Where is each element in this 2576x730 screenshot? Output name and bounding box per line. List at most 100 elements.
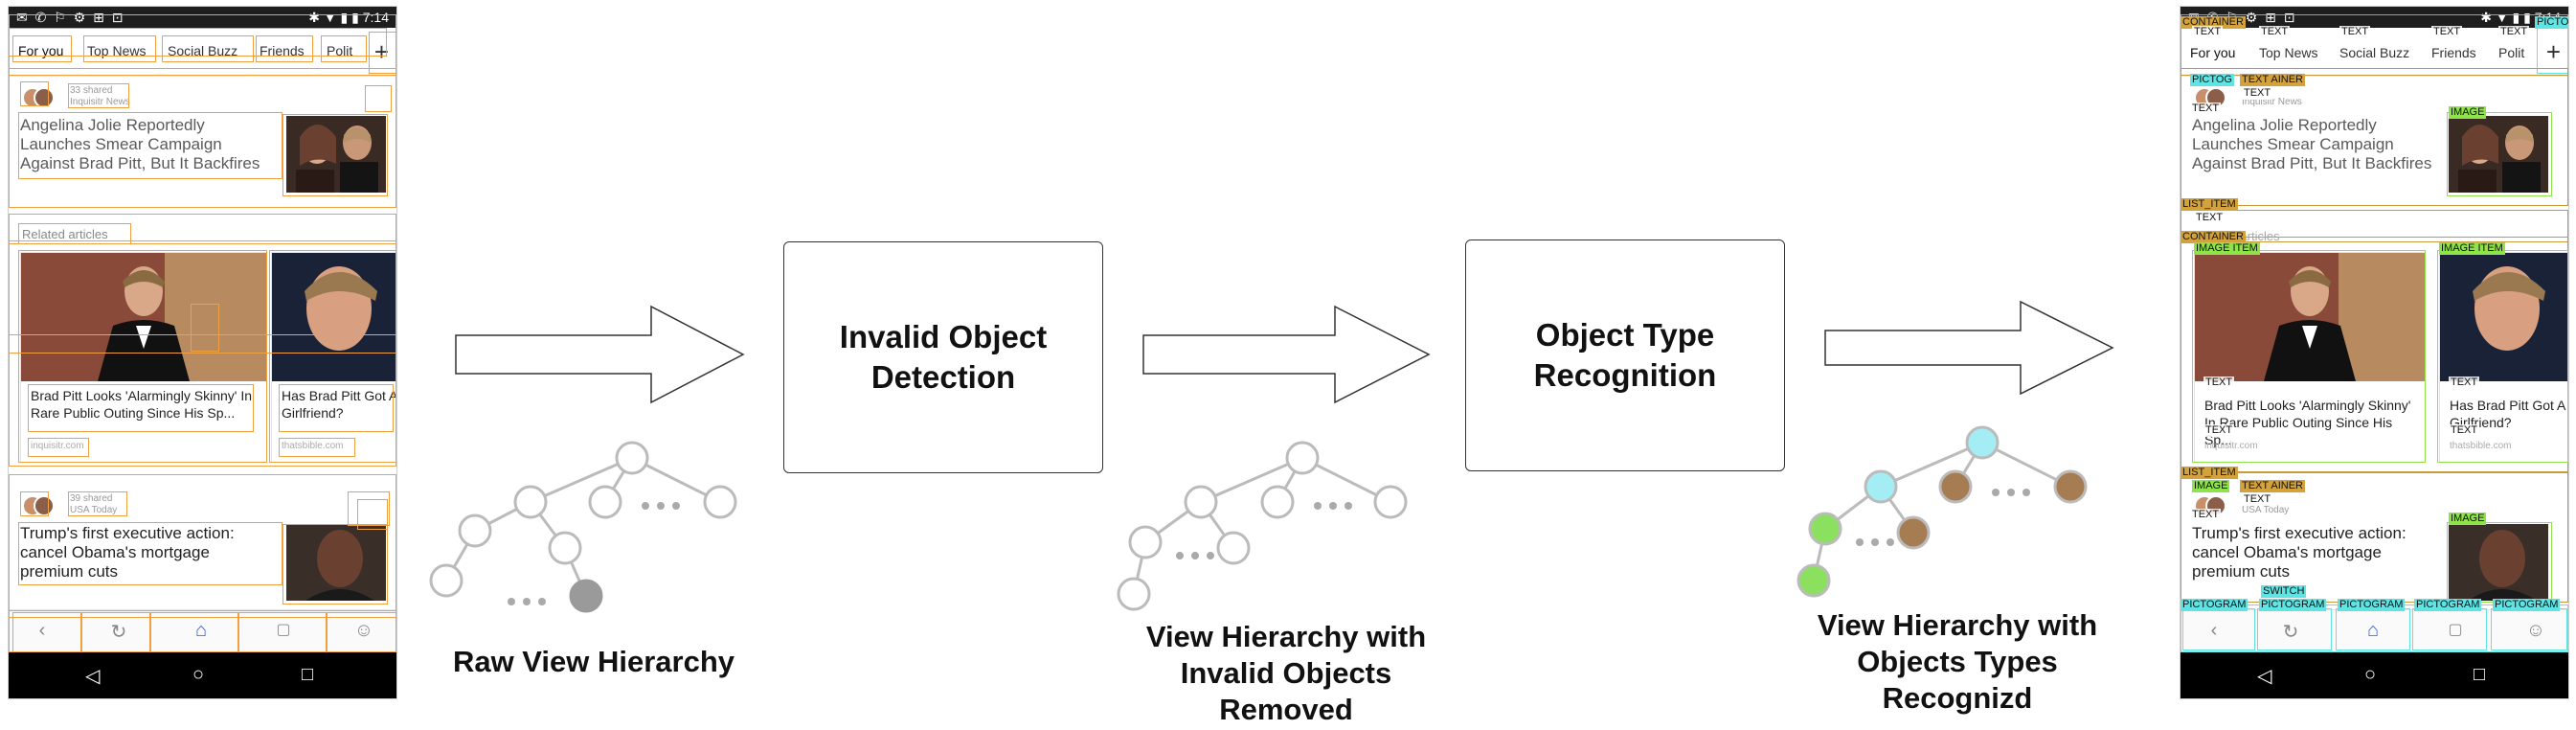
related-label: Related articles bbox=[22, 227, 108, 241]
profile-icon[interactable]: ☺ bbox=[353, 620, 374, 641]
article-source: USA Today bbox=[2242, 505, 2290, 515]
type-tag-container: CONTAINER bbox=[2181, 16, 2246, 29]
tab-for-you[interactable]: For you bbox=[18, 43, 64, 58]
tabs-icon[interactable]: ▢ bbox=[276, 622, 291, 638]
tab-social-buzz[interactable]: Social Buzz bbox=[2339, 45, 2410, 60]
article-thumbnail[interactable] bbox=[2449, 116, 2548, 193]
back-icon[interactable]: ‹ bbox=[2210, 620, 2218, 641]
arrow-3 bbox=[1824, 300, 2114, 396]
type-tag-pictogram: PICTO bbox=[2535, 16, 2569, 29]
plus-icon[interactable]: + bbox=[2545, 37, 2561, 66]
article-source: USA Today bbox=[70, 505, 118, 515]
tab-friends[interactable]: Friends bbox=[2431, 45, 2476, 60]
back-icon[interactable]: ‹ bbox=[38, 620, 46, 641]
status-bar: ✉ ✆ ⚐ ⚙ ⊞ ⊡ ✱ ▼ ▮ ▮ 7:14 bbox=[9, 7, 396, 28]
card-title: Brad Pitt Looks 'Alarmingly Skinny' In R… bbox=[31, 388, 252, 421]
type-tag-text-container: TEXT AINER bbox=[2240, 74, 2305, 86]
type-tag-pictogram: PICTOGRAM bbox=[2259, 599, 2327, 611]
type-tag-image-item: IMAGE ITEM bbox=[2194, 242, 2260, 255]
tab-top-news[interactable]: Top News bbox=[2259, 45, 2318, 60]
tabs-icon[interactable]: ▢ bbox=[2448, 622, 2463, 638]
tab-top-news[interactable]: Top News bbox=[87, 43, 147, 58]
article-headline[interactable]: Trump's first executive action: cancel O… bbox=[20, 524, 235, 581]
article-thumbnail[interactable] bbox=[286, 524, 386, 601]
browser-toolbar: ‹ ↻ ⌂ ▢ ☺ bbox=[9, 609, 396, 652]
browser-toolbar: ‹ ↻ ⌂ ▢ ☺ bbox=[2181, 609, 2568, 652]
typed-screenshot: ✉ ✆ ⚐ ⚙ ⊞ ⊡ ✱ ▼ ▮ ▮ 7:14 For you Top New… bbox=[2180, 6, 2569, 699]
type-tag-list-item: LIST_ITEM bbox=[2181, 198, 2238, 211]
nav-recents-icon[interactable]: □ bbox=[302, 664, 314, 685]
caption-recognized: View Hierarchy with Objects Types Recogn… bbox=[1817, 608, 2098, 715]
tab-for-you[interactable]: For you bbox=[2190, 45, 2236, 60]
type-tag-image: IMAGE bbox=[2449, 513, 2487, 525]
tree-raw bbox=[429, 441, 737, 613]
related-card-1[interactable]: Brad Pitt Looks 'Alarmingly Skinny' In R… bbox=[20, 252, 267, 463]
nav-home-icon[interactable]: ○ bbox=[192, 664, 205, 685]
nav-home-icon[interactable]: ○ bbox=[2364, 664, 2377, 685]
tab-politics[interactable]: Polit bbox=[327, 43, 353, 58]
card-image bbox=[2195, 253, 2425, 381]
caption-raw: Raw View Hierarchy bbox=[452, 645, 735, 678]
nav-back-icon[interactable]: ◁ bbox=[85, 666, 101, 687]
card-image bbox=[21, 253, 266, 381]
caption-removed: View Hierarchy with Invalid Objects Remo… bbox=[1145, 620, 1427, 726]
status-icons: ✉ ✆ ⚐ ⚙ ⊞ ⊡ bbox=[16, 10, 125, 25]
home-icon[interactable]: ⌂ bbox=[194, 620, 208, 641]
type-tag-list-item: LIST_ITEM bbox=[2181, 467, 2238, 479]
refresh-icon[interactable]: ↻ bbox=[2282, 622, 2299, 643]
status-time: 7:14 bbox=[362, 10, 389, 25]
card-source: inquisitr.com bbox=[2204, 441, 2258, 451]
type-tag-text: TEXT bbox=[2194, 212, 2226, 224]
avatar bbox=[34, 87, 55, 108]
type-tag-pictogram: PICTOGRAM bbox=[2493, 599, 2561, 611]
nav-recents-icon[interactable]: □ bbox=[2474, 664, 2486, 685]
card-image bbox=[272, 253, 396, 381]
card-title: Has Brad Pitt Got A Girlfriend? bbox=[282, 388, 397, 421]
tab-friends[interactable]: Friends bbox=[260, 43, 305, 58]
system-nav-bar: ◁ ○ □ bbox=[9, 652, 396, 698]
type-tag-image: IMAGE bbox=[2449, 106, 2487, 119]
type-tag-text: TEXT bbox=[2339, 26, 2371, 38]
status-time-wrap: ✱ ▼ ▮ ▮ 7:14 bbox=[308, 10, 389, 25]
type-tag-text: TEXT bbox=[2242, 493, 2273, 506]
type-tag-text: TEXT bbox=[2498, 26, 2530, 38]
profile-icon[interactable]: ☺ bbox=[2525, 620, 2546, 641]
article-thumbnail[interactable] bbox=[2449, 524, 2548, 601]
system-nav-bar: ◁ ○ □ bbox=[2181, 652, 2568, 698]
type-tag-pictogram: PICTOGRAM bbox=[2181, 599, 2248, 611]
share-count: 39 shared bbox=[70, 493, 113, 504]
article-thumbnail[interactable] bbox=[286, 116, 386, 193]
home-icon[interactable]: ⌂ bbox=[2366, 620, 2380, 641]
type-tag-text: TEXT bbox=[2192, 26, 2224, 38]
article-headline[interactable]: Trump's first executive action: cancel O… bbox=[2192, 524, 2407, 581]
nav-back-icon[interactable]: ◁ bbox=[2257, 666, 2272, 687]
type-tag-image: IMAGE bbox=[2192, 480, 2230, 492]
type-tag-switch: SWITCH bbox=[2261, 585, 2307, 598]
type-tag-text-container: TEXT AINER bbox=[2240, 480, 2305, 492]
type-tag-pictogram: PICTOGRAM bbox=[2414, 599, 2482, 611]
share-count: 33 shared bbox=[70, 85, 113, 96]
card-image bbox=[2440, 253, 2568, 381]
article-headline[interactable]: Angelina Jolie Reportedly Launches Smear… bbox=[20, 116, 260, 172]
type-tag-text: TEXT bbox=[2431, 26, 2463, 38]
stage-label: Invalid Object Detection bbox=[839, 319, 1048, 395]
plus-icon[interactable]: + bbox=[373, 37, 389, 66]
refresh-icon[interactable]: ↻ bbox=[110, 622, 127, 643]
type-tag-text: TEXT bbox=[2203, 376, 2235, 389]
tab-politics[interactable]: Polit bbox=[2498, 45, 2525, 60]
raw-screenshot: ✉ ✆ ⚐ ⚙ ⊞ ⊡ ✱ ▼ ▮ ▮ 7:14 For you Top New… bbox=[8, 6, 397, 699]
type-tag-text: TEXT bbox=[2449, 376, 2480, 389]
status-bar: ✉ ✆ ⚐ ⚙ ⊞ ⊡ ✱ ▼ ▮ ▮ 7:14 bbox=[2181, 7, 2568, 28]
invalid-object-detection-box: Invalid Object Detection bbox=[783, 241, 1103, 473]
type-tag-text: TEXT bbox=[2259, 26, 2291, 38]
tab-social-buzz[interactable]: Social Buzz bbox=[168, 43, 238, 58]
type-tag-text: TEXT bbox=[2203, 424, 2235, 437]
card-source: inquisitr.com bbox=[31, 441, 84, 451]
related-card-2[interactable]: Has Brad Pitt Got A Girlfriend? thatsbib… bbox=[271, 252, 397, 463]
type-tag-text: TEXT bbox=[2449, 424, 2480, 437]
arrow-1 bbox=[455, 305, 745, 404]
related-card-2[interactable]: Has Brad Pitt Got A Girlfriend? thatsbib… bbox=[2439, 252, 2568, 463]
type-tag-image-item: IMAGE ITEM bbox=[2439, 242, 2505, 255]
article-headline[interactable]: Angelina Jolie Reportedly Launches Smear… bbox=[2192, 116, 2432, 172]
